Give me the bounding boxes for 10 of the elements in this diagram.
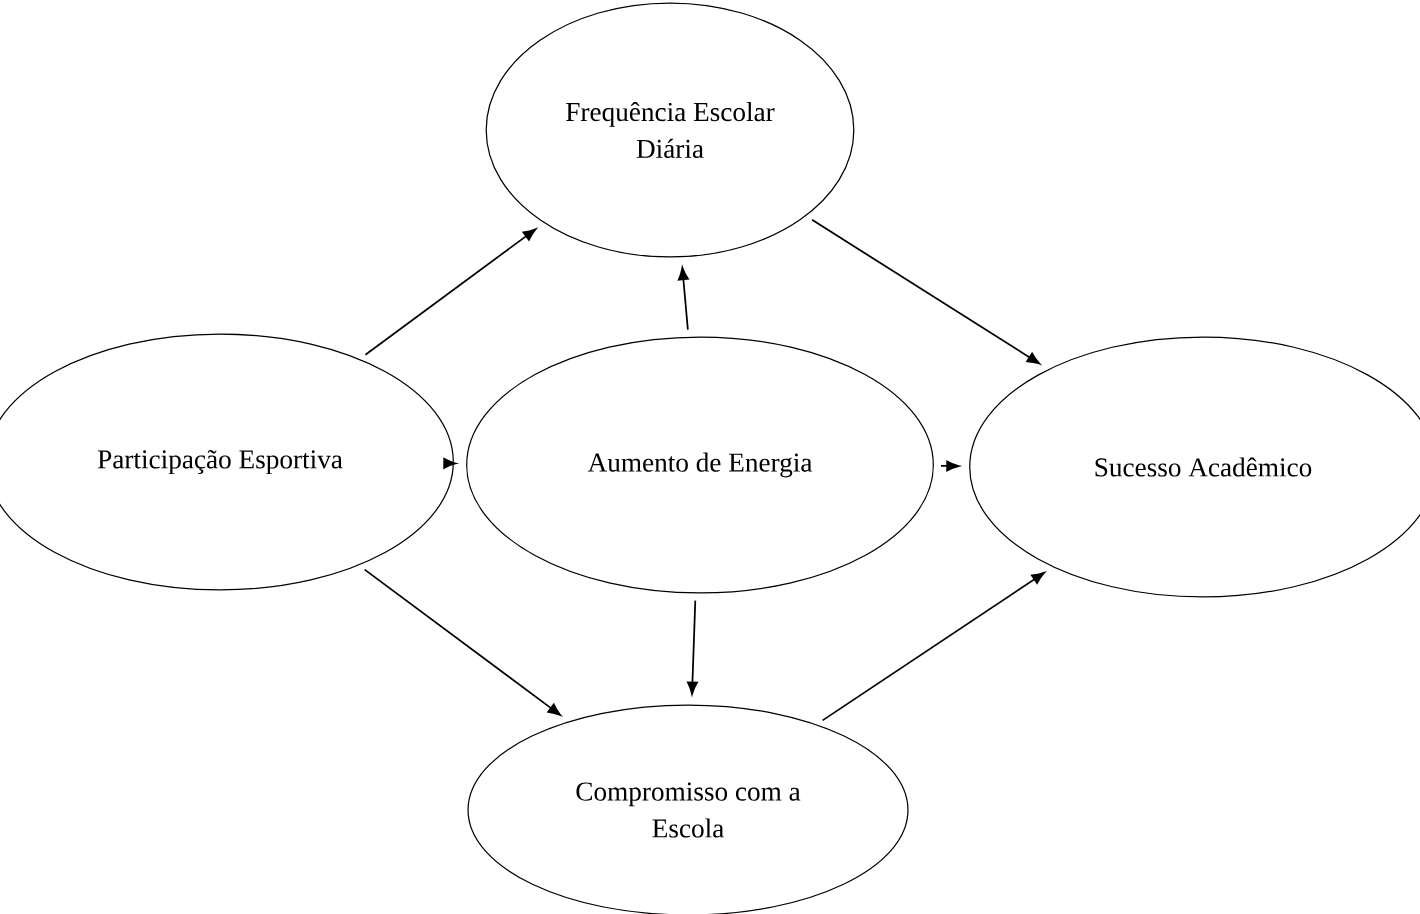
arrow	[677, 266, 689, 331]
arrow	[811, 218, 1041, 365]
arrow	[821, 572, 1045, 722]
arrow	[687, 599, 698, 695]
ellipse-node: Aumento de Energia	[466, 336, 934, 594]
ellipse-node: Frequência Escolar Diária	[485, 2, 855, 258]
arrow	[940, 460, 960, 472]
arrow	[443, 457, 457, 469]
arrow	[364, 228, 537, 356]
arrow	[363, 568, 562, 716]
